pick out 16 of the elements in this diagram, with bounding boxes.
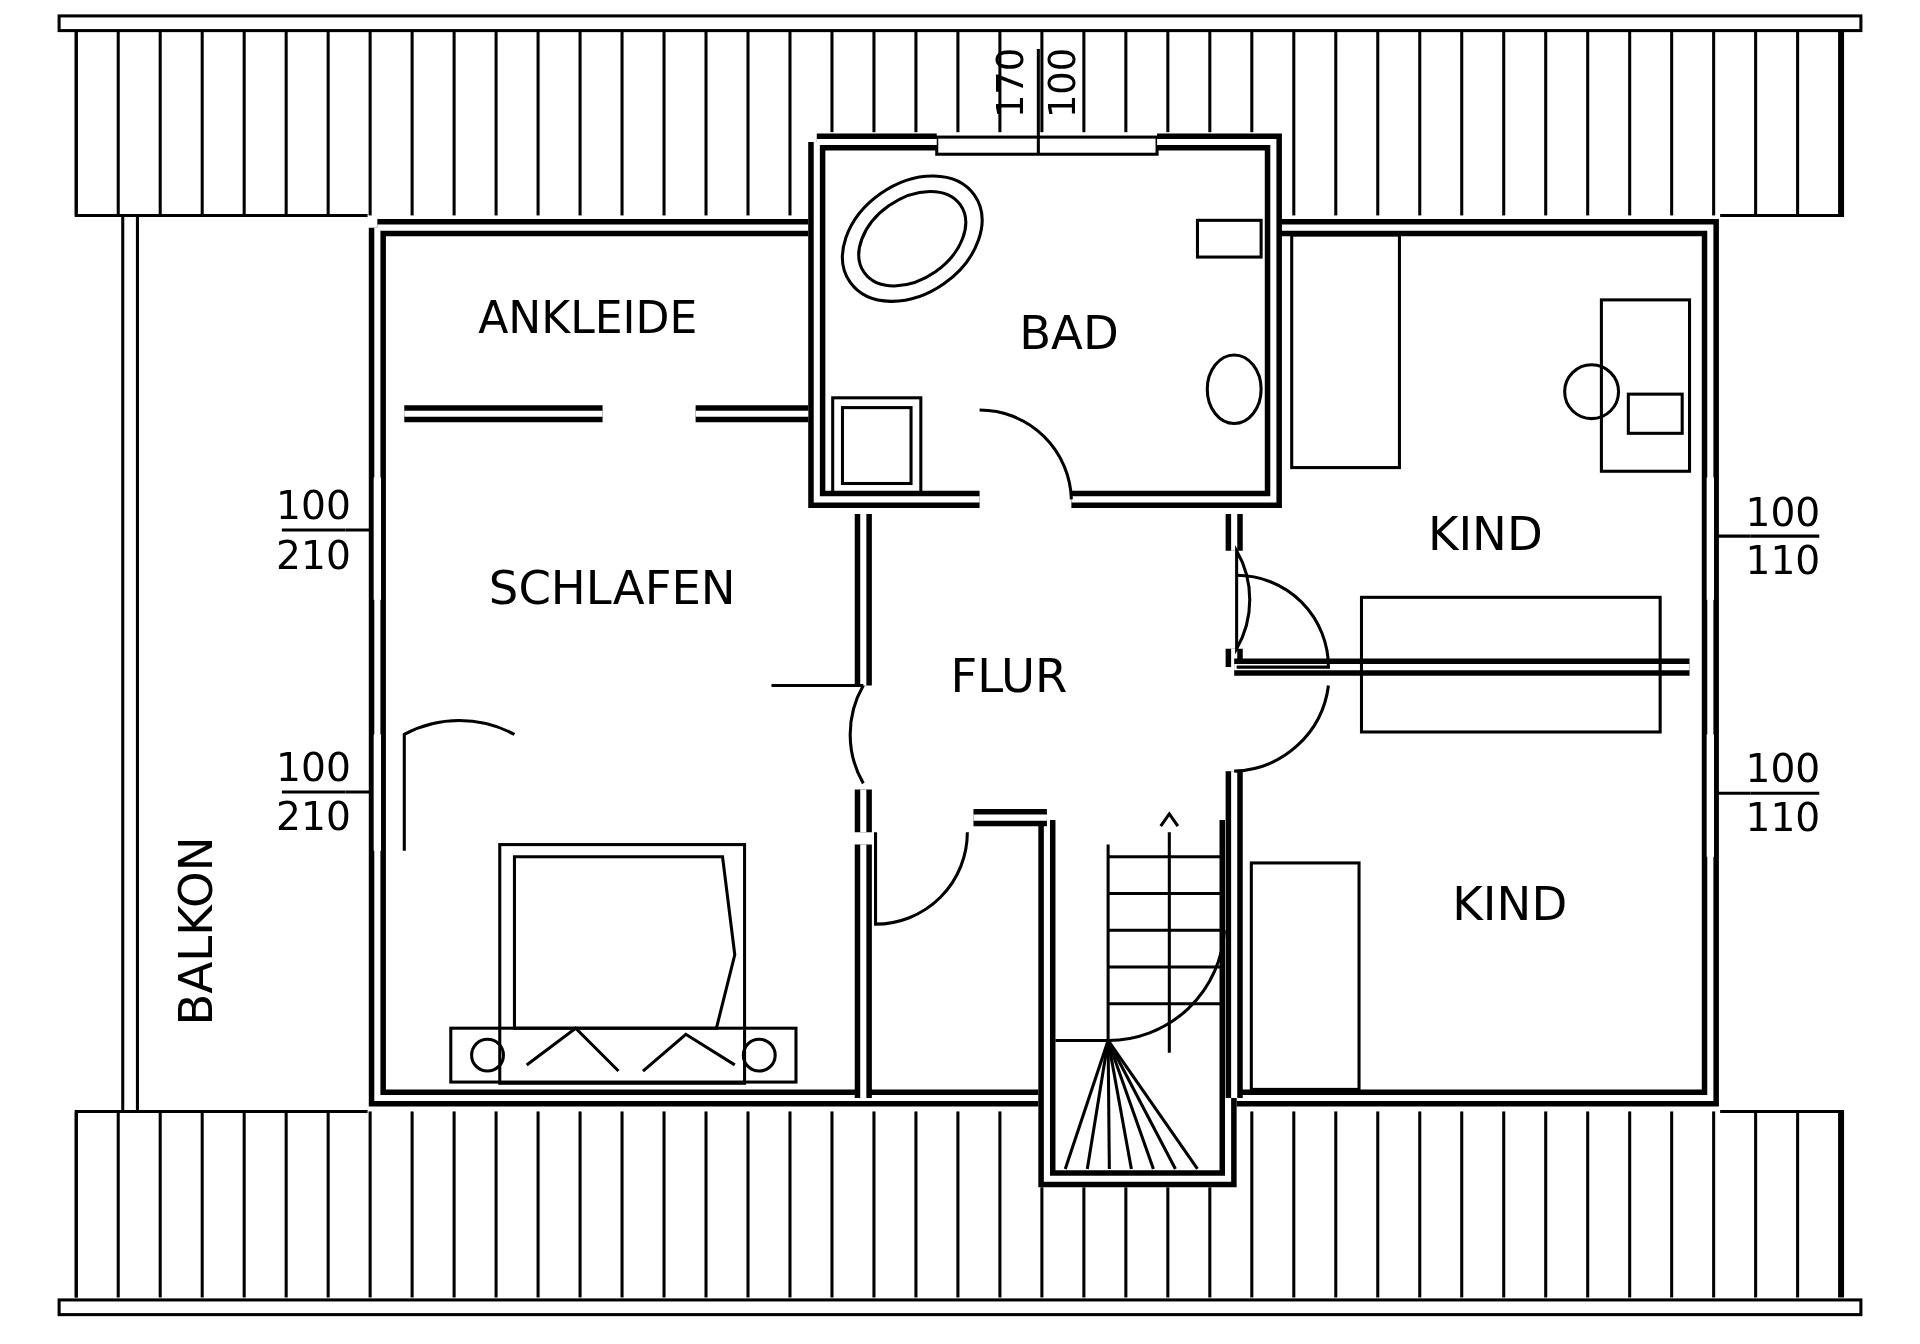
room-label: BAD [1019,309,1119,357]
dimension-label: 100 [276,748,351,788]
dimension-label: 110 [1745,798,1821,838]
room-label: KIND [1427,510,1543,558]
room-label: ANKLEIDE [478,296,698,341]
dimension-label: 100 [276,486,351,526]
dimension-label: 100 [1745,749,1821,789]
dimension-label: 110 [1745,541,1821,581]
dimension-label: 100 [1745,493,1821,533]
room-label: SCHLAFEN [488,564,736,611]
room-label: BALKON [172,836,220,1026]
room-label: KIND [1452,880,1568,927]
dimension-label: 210 [276,536,351,576]
dimension-label: 100 [1044,48,1082,119]
dimension-label: 210 [276,797,351,837]
room-label: FLUR [950,652,1068,700]
